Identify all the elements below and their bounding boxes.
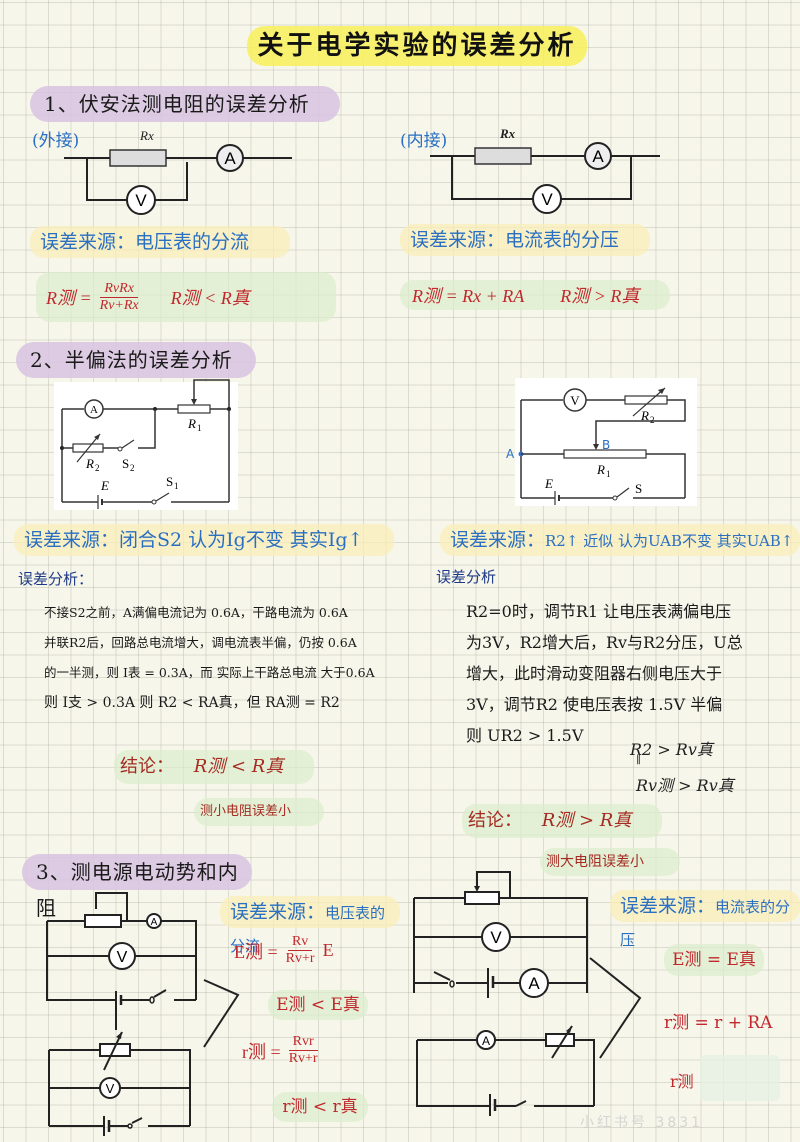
emf-ammeter-internal-circuit: V A: [413, 871, 588, 998]
svg-text:A: A: [90, 404, 98, 416]
section1-heading: 1、伏安法测电阻的误差分析: [30, 86, 340, 122]
svg-text:V: V: [135, 191, 147, 210]
half-deflection-ammeter-circuit: A R 1 R 2 S 2 E S 1: [54, 379, 238, 510]
svg-text:A: A: [482, 1034, 490, 1048]
emf-ammeter-resistance-circuit: A: [416, 1025, 595, 1116]
emf-right-error-source: 误差来源：电流表的分压: [610, 890, 800, 949]
internal-error-source: 误差来源：电流表的分压: [400, 224, 650, 256]
emf-voltmeter-circuit: V: [48, 1010, 191, 1136]
svg-text:R: R: [85, 456, 94, 471]
right-conclusion: 结论： R测 > R真: [462, 804, 662, 838]
svg-text:V: V: [490, 928, 502, 947]
left-analysis-text: 不接S2之前，A满偏电流记为 0.6A，干路电流为 0.6A 并联R2后，回路总…: [44, 605, 375, 711]
half-deflection-left-error-source: 误差来源：闭合S2 认为Ig不变 其实Ig↑: [14, 524, 394, 556]
internal-circuit-diagram: A V: [430, 142, 660, 214]
right-analysis-label: 误差分析: [436, 568, 497, 586]
half-deflection-right-error-source: 误差来源：R2↑ 近似 认为UAB不变 其实UAB↑: [440, 524, 800, 556]
svg-text:2: 2: [130, 463, 135, 473]
svg-text:2: 2: [650, 415, 655, 425]
svg-text:E: E: [544, 476, 553, 491]
svg-text:V: V: [106, 1081, 115, 1096]
svg-text:R: R: [187, 416, 196, 431]
right-bracket: [589, 957, 642, 1059]
right-analysis-text: R2=0时，调节R1 让电压表满偏电压 为3V，R2增大后，Rv与R2分压，U总…: [466, 602, 743, 745]
watermark: 小红书号 3831: [580, 1115, 704, 1131]
internal-connection-label: (内接): [400, 131, 448, 151]
half-deflection-voltmeter-circuit: V R 2 R 1 E S: [515, 378, 697, 506]
external-error-source: 误差来源：电压表的分流: [30, 226, 290, 258]
svg-text:R: R: [596, 462, 605, 477]
svg-text:E: E: [100, 478, 109, 493]
svg-text:R: R: [640, 408, 649, 423]
svg-text:2: 2: [95, 463, 100, 473]
svg-text:S: S: [635, 481, 642, 496]
external-connection-label: (外接): [32, 131, 80, 151]
emf-right-r-compare: r测: [670, 1072, 694, 1091]
emf-left-error-source: 误差来源：电压表的分流: [220, 896, 400, 955]
svg-text:1: 1: [606, 469, 611, 479]
blur-overlay: [700, 1055, 780, 1101]
point-b-label: B: [602, 438, 611, 452]
right-note: 测大电阻误差小: [540, 848, 680, 876]
section2-heading: 2、半偏法的误差分析: [16, 342, 256, 378]
svg-text:1: 1: [174, 481, 179, 491]
emf-left-e-compare: E测 < E真: [268, 990, 368, 1020]
emf-right-e-formula: E测 = E真: [664, 944, 764, 976]
svg-text:S: S: [166, 474, 173, 489]
emf-right-r-formula: r测 = r + RA: [664, 1013, 773, 1033]
emf-ammeter-external-circuit: A V: [46, 892, 197, 1010]
svg-text:A: A: [224, 149, 236, 168]
emf-left-r-compare: r测 < r真: [272, 1092, 368, 1122]
internal-comparison: R测 > R真: [560, 286, 640, 306]
svg-text:V: V: [541, 190, 553, 209]
left-analysis-label: 误差分析：: [18, 570, 94, 588]
rx-label-internal: Rx: [500, 126, 516, 141]
svg-text:A: A: [151, 917, 158, 928]
relation-1: R2 > Rv真: [630, 740, 713, 759]
relation-equal-sign: ‖: [636, 754, 641, 765]
external-circuit-diagram: A V: [64, 144, 292, 215]
page-title: 关于电学实验的误差分析: [247, 26, 587, 66]
section3-heading: 3、测电源电动势和内阻: [22, 854, 252, 920]
rx-label: Rx: [140, 128, 154, 143]
point-a-label: A: [506, 447, 515, 461]
svg-text:V: V: [570, 393, 580, 408]
left-conclusion: 结论： R测 < R真: [114, 750, 314, 784]
svg-text:S: S: [122, 456, 129, 471]
svg-text:V: V: [117, 949, 128, 966]
svg-text:A: A: [592, 147, 604, 166]
external-comparison: R测 < R真: [170, 288, 250, 308]
relation-2: Rv测 > Rv真: [636, 776, 734, 795]
svg-text:1: 1: [197, 423, 202, 433]
internal-formula: R测 = Rx + RA R测 > R真: [400, 280, 670, 310]
left-bracket: [203, 979, 240, 1048]
svg-text:A: A: [528, 974, 540, 993]
left-note: 测小电阻误差小: [194, 798, 324, 826]
